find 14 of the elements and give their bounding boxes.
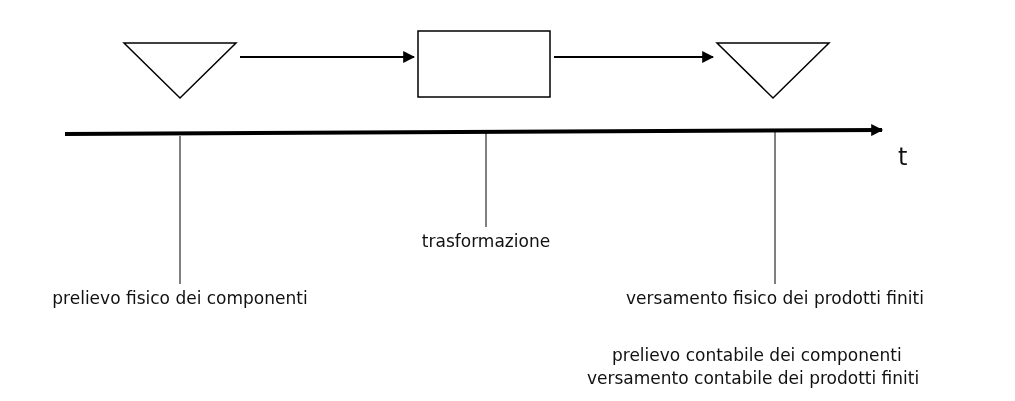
arrow [239, 51, 416, 63]
note-text: prelievo contabile dei componenti [612, 345, 902, 365]
caption-text: trasformazione [421, 231, 551, 251]
triangle-symbol [123, 42, 237, 99]
caption-text: versamento fisico dei prodotti finiti [626, 288, 924, 308]
leader-line [485, 131, 487, 228]
caption-text: prelievo fisico dei componenti [52, 288, 308, 308]
arrow [553, 51, 715, 63]
axis-label: t [898, 143, 908, 171]
process-box [417, 30, 551, 98]
leader-line [179, 135, 181, 285]
triangle-symbol [716, 42, 830, 99]
leader-line [774, 130, 776, 285]
note-text: versamento contabile dei prodotti finiti [587, 368, 920, 388]
